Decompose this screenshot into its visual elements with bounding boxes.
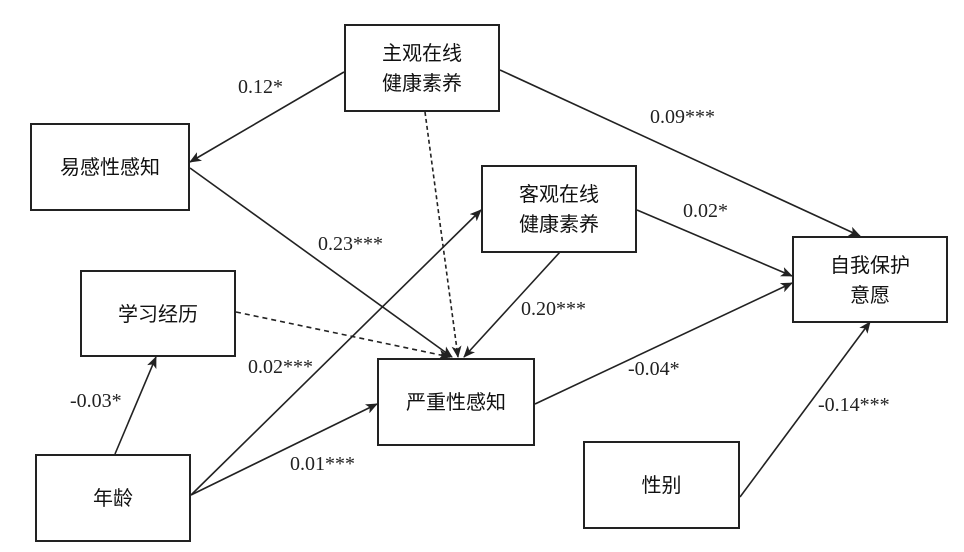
coef-subjective-intention: 0.09*** xyxy=(650,106,715,128)
edge-learning-severity-dashed xyxy=(235,311,451,360)
edge-susceptibility-severity xyxy=(189,167,453,358)
coef-gender-intention: -0.14*** xyxy=(818,394,890,416)
edge-age-severity xyxy=(190,403,378,496)
coef-subjective-susceptibility: 0.12* xyxy=(238,76,283,98)
node-susceptibility: 易感性感知 xyxy=(30,123,190,211)
coef-age-severity: 0.01*** xyxy=(290,453,355,475)
edge-gender-intention xyxy=(739,321,871,498)
edge-severity-intention xyxy=(534,282,793,405)
node-learning-experience: 学习经历 xyxy=(80,270,236,357)
edge-objective-intention xyxy=(636,209,793,277)
coef-age-objective: 0.02*** xyxy=(248,356,313,378)
node-age: 年龄 xyxy=(35,454,191,542)
edge-subjective-intention xyxy=(499,69,861,237)
node-severity: 严重性感知 xyxy=(377,358,535,446)
coef-objective-severity: 0.20*** xyxy=(521,298,586,320)
node-gender: 性别 xyxy=(583,441,740,529)
edge-age-learning xyxy=(114,356,157,455)
edge-age-objective xyxy=(190,209,482,496)
node-objective-literacy: 客观在线 健康素养 xyxy=(481,165,637,253)
coef-susceptibility-severity: 0.23*** xyxy=(318,233,383,255)
edge-subjective-susceptibility xyxy=(189,71,345,163)
coef-objective-intention: 0.02* xyxy=(683,200,728,222)
node-subjective-literacy: 主观在线 健康素养 xyxy=(344,24,500,112)
coef-severity-intention: -0.04* xyxy=(628,358,680,380)
edge-subjective-severity-dotted xyxy=(424,111,462,358)
node-self-protection-intention: 自我保护 意愿 xyxy=(792,236,948,323)
edge-objective-severity xyxy=(463,251,561,358)
coef-age-learning: -0.03* xyxy=(70,390,122,412)
